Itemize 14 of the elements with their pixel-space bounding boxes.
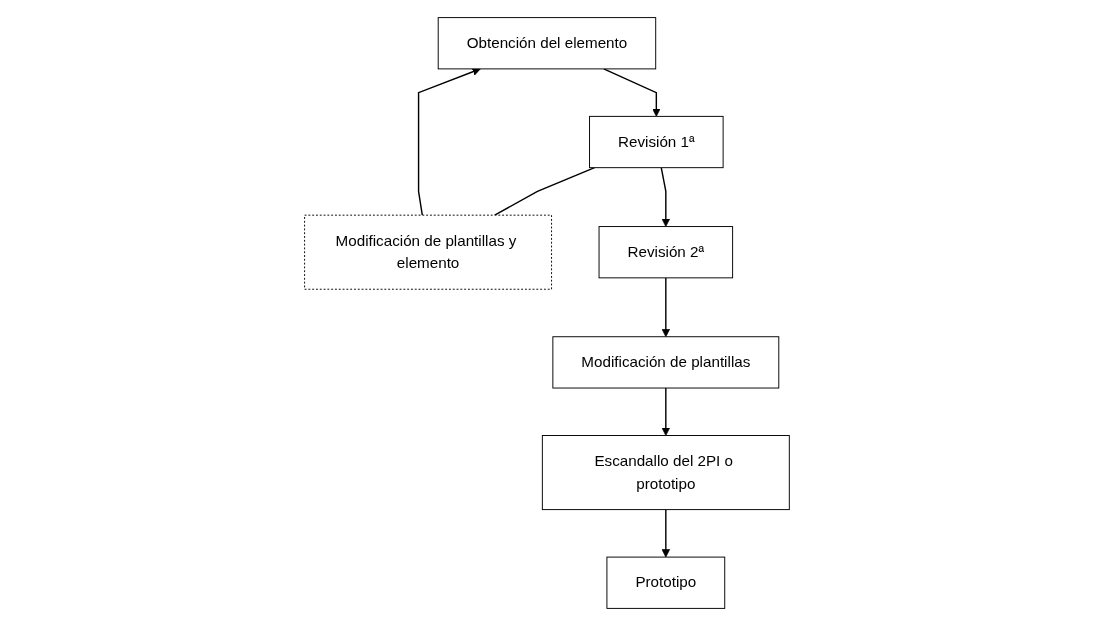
- arrow: [660, 166, 671, 227]
- arrow: [417, 67, 481, 216]
- node-box: Modificación de plantillas y elemento: [304, 214, 553, 290]
- arrow: [661, 387, 671, 436]
- node-box: Escandallo del 2PI o prototipo: [541, 435, 790, 511]
- node-box: Obtención del elemento: [437, 17, 657, 70]
- node-box: Revisión 2ª: [598, 226, 734, 279]
- arrow: [661, 277, 671, 338]
- node-box: Prototipo: [606, 556, 726, 609]
- node-box: Revisión 1ª: [589, 115, 724, 169]
- arrow: [661, 508, 671, 558]
- arrow: [603, 68, 661, 117]
- node-box: Modificación de plantillas: [552, 336, 780, 389]
- connector: [494, 166, 596, 216]
